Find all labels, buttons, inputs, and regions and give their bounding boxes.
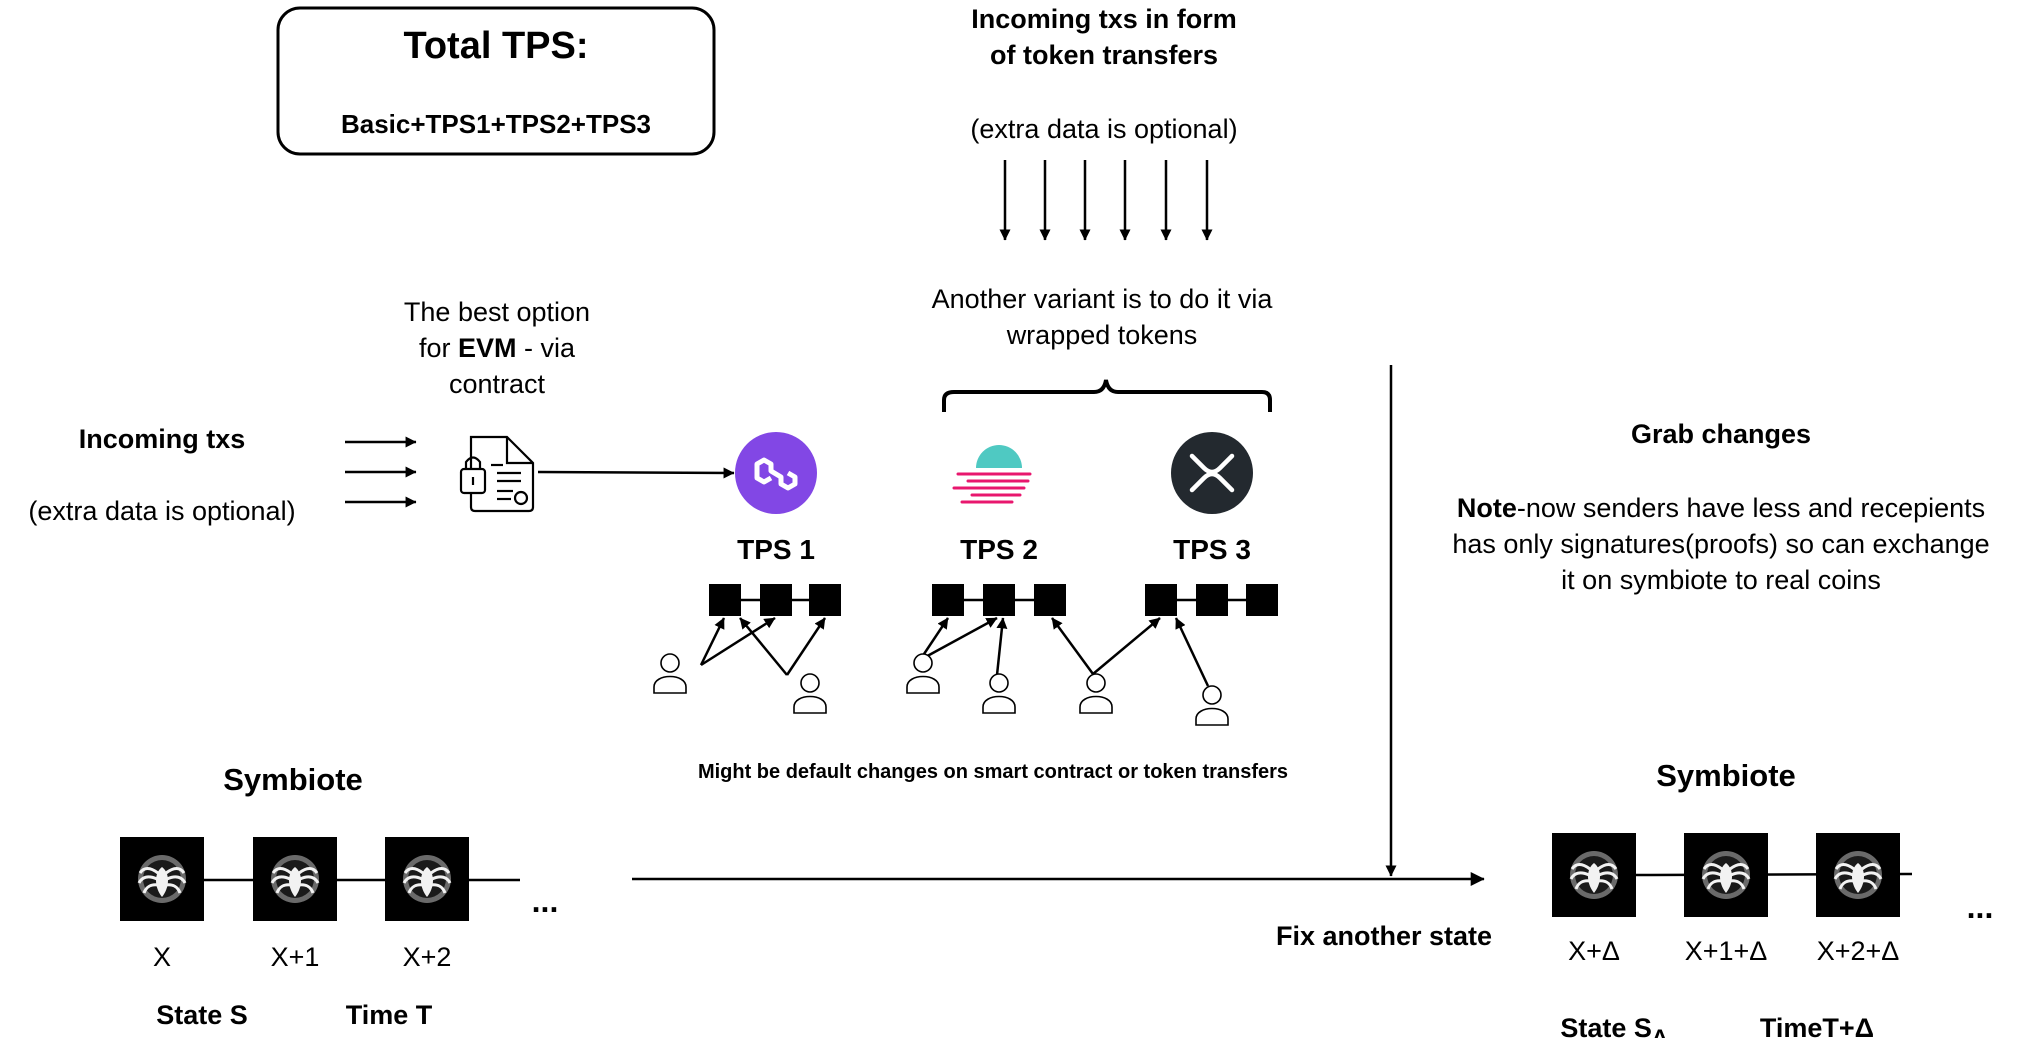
venom-icon: [1682, 831, 1770, 919]
tps2-block: [932, 584, 964, 616]
tps2-label: TPS 2: [960, 534, 1038, 565]
incoming-token-transfers: Incoming txs in form of token transfers …: [970, 4, 1237, 144]
user-icon: [1195, 685, 1229, 726]
wrapped-token-icon: [952, 445, 1032, 504]
venom-icon: [1814, 831, 1902, 919]
right-block-label: X+Δ: [1568, 936, 1620, 966]
incoming-token-title-line2: of token transfers: [990, 40, 1218, 70]
best-option-label: The best option for EVM - via contract: [404, 297, 590, 399]
user-icon: [982, 673, 1016, 714]
tps3-block: [1246, 584, 1278, 616]
right-state-label: State SΔ: [1560, 1013, 1667, 1038]
xrp-icon: [1171, 432, 1253, 514]
curly-brace: [942, 379, 1272, 412]
total-tps-title: Total TPS:: [403, 25, 588, 67]
venom-icon: [251, 835, 339, 923]
tps1-block: [809, 584, 841, 616]
tps3-chain: [1145, 584, 1278, 616]
tps2-block: [1034, 584, 1066, 616]
left-chain-ellipsis: ...: [532, 883, 559, 919]
left-block-label: X+1: [271, 942, 320, 972]
polygon-icon: [735, 432, 817, 514]
right-chain-ellipsis: ...: [1967, 889, 1994, 925]
total-tps-box: Total TPS: Basic+TPS1+TPS2+TPS3: [276, 6, 716, 156]
user-icon: [793, 673, 827, 714]
user-icon: [1079, 673, 1113, 714]
grab-changes-note-line3: it on symbiote to real coins: [1561, 565, 1881, 595]
tps2-chain: [932, 584, 1066, 616]
tps1-label: TPS 1: [737, 534, 815, 565]
might-be-note: Might be default changes on smart contra…: [698, 761, 1288, 783]
venom-icon: [118, 835, 206, 923]
incoming-txs-title: Incoming txs: [79, 424, 246, 454]
best-option-line3: contract: [449, 369, 546, 399]
venom-icon: [1550, 831, 1638, 919]
incoming-token-note: (extra data is optional): [970, 114, 1237, 144]
total-tps-formula: Basic+TPS1+TPS2+TPS3: [341, 109, 651, 139]
best-option-line1: The best option: [404, 297, 590, 327]
variant-line2: wrapped tokens: [1006, 320, 1198, 350]
tps1-chain: [709, 584, 841, 616]
tps1-block: [760, 584, 792, 616]
tps3-label: TPS 3: [1173, 534, 1251, 565]
tps1-block: [709, 584, 741, 616]
incoming-token-title-line1: Incoming txs in form: [971, 4, 1237, 34]
tps2-block: [983, 584, 1015, 616]
incoming-token-arrows: [999, 160, 1213, 241]
tps3-block: [1196, 584, 1228, 616]
user-icon: [906, 653, 940, 694]
left-block-label: X+2: [403, 942, 452, 972]
grab-changes-note-line2: has only signatures(proofs) so can excha…: [1452, 529, 1989, 559]
incoming-txs-note: (extra data is optional): [28, 496, 295, 526]
grab-changes-note-line1: Note-now senders have less and recepient…: [1457, 493, 1985, 523]
fix-another-state: Fix another state: [1276, 921, 1492, 951]
right-symbiote-title: Symbiote: [1656, 758, 1796, 793]
venom-icon: [383, 835, 471, 923]
right-time-label: TimeT+Δ: [1760, 1013, 1874, 1038]
left-symbiote-title: Symbiote: [223, 762, 363, 797]
right-block-label: X+1+Δ: [1685, 936, 1768, 966]
incoming-txs-arrows: [345, 436, 417, 508]
user-tx-arrows: [699, 616, 1210, 687]
left-block-label: X: [153, 942, 171, 972]
grab-changes-title: Grab changes: [1631, 419, 1811, 449]
contract-document-icon: [459, 435, 535, 513]
user-icon: [653, 653, 687, 694]
user-icons: [653, 653, 1229, 726]
left-state-label: State S: [156, 1000, 248, 1030]
best-option-line2: for EVM - via: [419, 333, 576, 363]
left-time-label: Time T: [346, 1000, 433, 1030]
contract-to-tps1-arrow: [537, 467, 735, 479]
tps3-block: [1145, 584, 1177, 616]
variant-line1: Another variant is to do it via: [932, 284, 1274, 314]
right-block-label: X+2+Δ: [1817, 936, 1900, 966]
